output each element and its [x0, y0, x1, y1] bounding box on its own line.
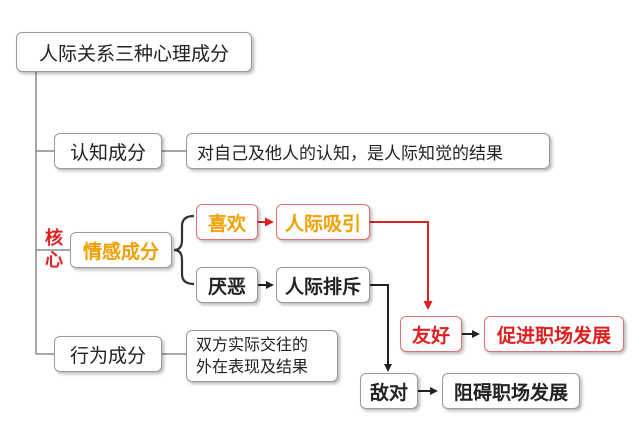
attraction-to-friendly-arrow [370, 221, 433, 310]
emotional-node: 情感成分 [70, 232, 172, 268]
behavioral-node: 行为成分 [54, 336, 162, 372]
root-node: 人际关系三种心理成分 [16, 32, 252, 72]
hinder-career-node: 阻碍职场发展 [442, 373, 580, 409]
hostile-label: 敌对 [369, 381, 408, 404]
behavioral-description-line1: 双方实际交往的 [196, 335, 309, 354]
like-node: 喜欢 [196, 204, 258, 240]
like-label: 喜欢 [207, 212, 246, 235]
cognitive-label: 认知成分 [69, 141, 146, 164]
friendly-label: 友好 [411, 324, 450, 347]
attraction-label: 人际吸引 [284, 212, 361, 235]
core-marker-char2: 心 [45, 250, 63, 271]
rejection-node: 人际排斥 [276, 267, 370, 303]
hinder-career-label: 阻碍职场发展 [453, 381, 568, 404]
behavioral-description-node: 双方实际交往的 外在表现及结果 [186, 330, 338, 382]
rejection-to-hostile-arrow [370, 284, 392, 372]
cognitive-node: 认知成分 [54, 133, 162, 169]
core-marker: 核 心 [42, 228, 66, 272]
friendly-node: 友好 [400, 316, 462, 352]
dislike-label: 厌恶 [207, 275, 246, 298]
promote-career-label: 促进职场发展 [496, 324, 611, 347]
behavioral-description-line2: 外在表现及结果 [196, 357, 309, 376]
rejection-label: 人际排斥 [284, 275, 361, 298]
attraction-node: 人际吸引 [276, 204, 370, 240]
cognitive-description: 对自己及他人的认知，是人际知觉的结果 [197, 143, 503, 164]
behavioral-label: 行为成分 [69, 344, 146, 367]
root-label: 人际关系三种心理成分 [38, 42, 229, 65]
core-marker-char1: 核 [45, 228, 63, 249]
dislike-node: 厌恶 [196, 267, 258, 303]
hostile-node: 敌对 [360, 373, 418, 409]
emotion-brace [173, 214, 195, 286]
emotional-label: 情感成分 [82, 240, 159, 263]
promote-career-node: 促进职场发展 [484, 316, 624, 352]
cognitive-description-node: 对自己及他人的认知，是人际知觉的结果 [186, 133, 550, 169]
